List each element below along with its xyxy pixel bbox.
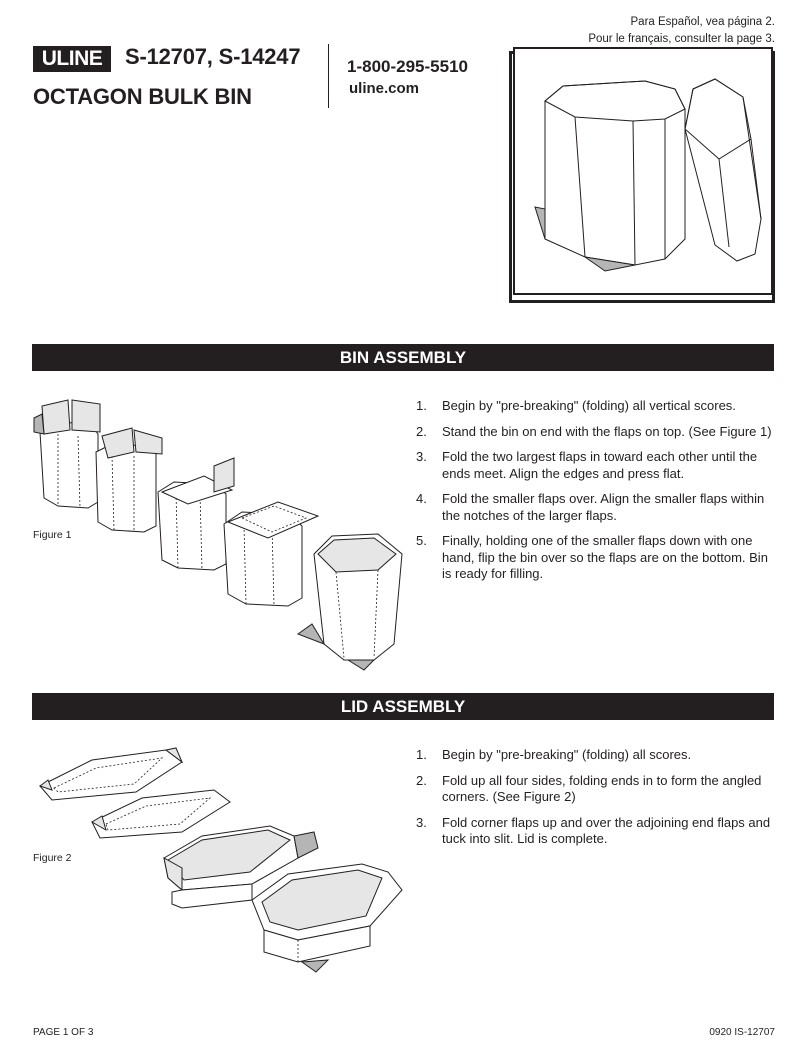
figure-2-illustration <box>32 740 412 995</box>
bin-step-1: 1.Begin by "pre-breaking" (folding) all … <box>416 398 736 413</box>
header-divider <box>328 44 329 108</box>
bin-step-4: 4.Fold the smaller flaps over. Align the… <box>416 491 765 523</box>
figure-1-label: Figure 1 <box>33 529 72 541</box>
lid-assembly-heading: LID ASSEMBLY <box>32 693 774 720</box>
lid-step-3: 3.Fold corner flaps up and over the adjo… <box>416 814 771 847</box>
figure-2-label: Figure 2 <box>33 852 72 864</box>
bin-assembly-heading: BIN ASSEMBLY <box>32 344 774 371</box>
hero-illustration <box>513 47 773 295</box>
document-code: 0920 IS-12707 <box>709 1027 775 1038</box>
phone-number: 1-800-295-5510 <box>347 57 468 76</box>
spanish-note: Para Español, vea página 2. <box>630 16 776 28</box>
bin-assembly-diagram <box>33 399 403 671</box>
bin-step-3: 3.Fold the two largest flaps in toward e… <box>416 449 758 481</box>
bin-step-5: 5.Finally, holding one of the smaller fl… <box>416 533 768 581</box>
language-note: Para Español, vea página 2. Pour le fran… <box>588 14 775 48</box>
bin-assembly-steps: 1.Begin by "pre-breaking" (folding) all … <box>416 398 776 592</box>
uline-logo: ULINE <box>33 46 111 72</box>
octagon-bin-with-lid-image <box>534 78 762 272</box>
figure-1-illustration <box>28 394 408 689</box>
lid-assembly-diagram <box>38 747 403 973</box>
page-number: PAGE 1 OF 3 <box>33 1027 94 1038</box>
french-note: Pour le français, consulter la page 3. <box>588 33 775 45</box>
model-numbers: S-12707, S-14247 <box>125 44 301 69</box>
bin-step-2: 2.Stand the bin on end with the flaps on… <box>416 423 772 439</box>
lid-assembly-steps: 1.Begin by "pre-breaking" (folding) all … <box>416 747 776 857</box>
lid-step-1: 1.Begin by "pre-breaking" (folding) all … <box>416 747 692 762</box>
product-title: OCTAGON BULK BIN <box>33 84 252 109</box>
lid-step-2: 2.Fold up all four sides, folding ends i… <box>416 772 762 805</box>
website-link[interactable]: uline.com <box>349 80 420 97</box>
